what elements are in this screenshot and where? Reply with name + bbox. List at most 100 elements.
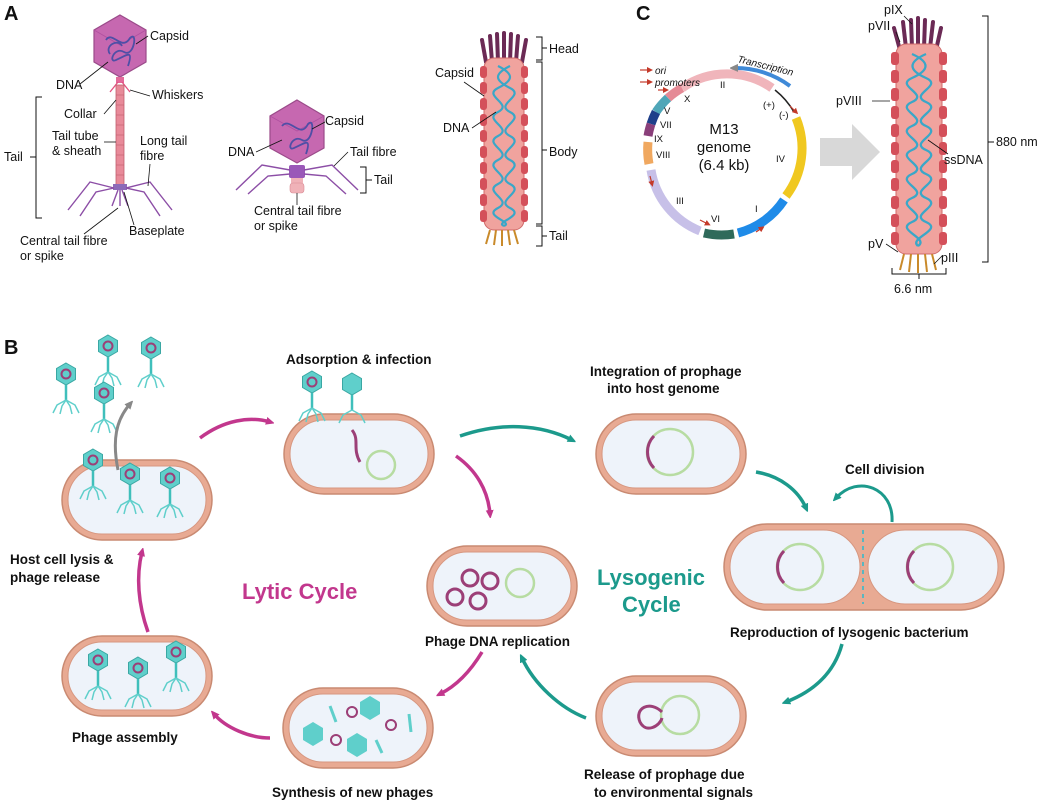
- label-tail-fibre: Tail fibre: [350, 145, 397, 159]
- label-pVIII: pVIII: [836, 94, 862, 108]
- panel-label-b: B: [4, 337, 18, 359]
- arrow-adsorption-to-integration: [459, 424, 572, 440]
- dna-2: [281, 121, 314, 155]
- label-central-2-line2: or spike: [254, 219, 298, 233]
- legend-ori: ori: [655, 66, 667, 77]
- synthesis-cell: [282, 687, 434, 769]
- title-lytic-cycle: Lytic Cycle: [242, 579, 357, 604]
- gene-label-i: I: [755, 204, 758, 215]
- label-whiskers: Whiskers: [152, 88, 203, 102]
- arrow-reproduction-to-release: [786, 643, 844, 702]
- m13-genome-map: [643, 68, 807, 240]
- label-tail-1: Tail: [4, 150, 23, 164]
- dividing-cell: [723, 523, 1005, 611]
- lysis-cell: [61, 447, 213, 541]
- label-length: 880 nm: [996, 135, 1038, 149]
- bracket-body: [536, 61, 547, 225]
- label-integration-line1: Integration of prophage: [590, 364, 742, 379]
- gene-label-v: V: [664, 106, 671, 117]
- gene-label-ix: IX: [654, 134, 664, 145]
- dna-helix-3: [492, 65, 512, 228]
- bracket-tail-3: [536, 225, 547, 247]
- label-collar: Collar: [64, 107, 97, 121]
- label-pV: pV: [868, 237, 884, 251]
- label-release-line2: to environmental signals: [594, 785, 753, 800]
- prophage-release-cell: [595, 675, 747, 757]
- dna-1: [105, 35, 136, 67]
- gene-vi-segment: [702, 228, 735, 240]
- arrow-release-to-replication: [522, 658, 587, 720]
- bracket-head: [536, 36, 547, 61]
- arrow-adsorption-to-replication: [454, 454, 490, 514]
- gene-iv-segment: [782, 116, 807, 199]
- gene-x-segment: [665, 84, 685, 102]
- label-capsid-2: Capsid: [325, 114, 364, 128]
- released-phages: [51, 333, 166, 435]
- label-dna-3: DNA: [443, 121, 470, 135]
- label-central-2-line1: Central tail fibre: [254, 204, 342, 218]
- label-lysis-line1: Host cell lysis &: [10, 552, 114, 567]
- label-adsorption: Adsorption & infection: [286, 352, 432, 367]
- adsorption-cell: [283, 369, 435, 495]
- replication-cell: [426, 545, 578, 627]
- big-gray-arrow: [820, 124, 880, 180]
- gene-iii-segment: [646, 169, 702, 236]
- label-long-tail-line1: Long tail: [140, 134, 187, 148]
- label-cell-division: Cell division: [845, 462, 925, 477]
- strand-minus: (-): [779, 110, 789, 121]
- transcription-arrow: [734, 68, 792, 88]
- m13-phage-illustration: [891, 16, 947, 273]
- gene-label-iv: IV: [776, 154, 786, 165]
- label-width: 6.6 nm: [894, 282, 932, 296]
- filamentous-phage-illustration: [480, 31, 528, 246]
- strand-plus: (+): [763, 100, 775, 111]
- arrow-assembly-to-lysis: [136, 552, 150, 633]
- gene-label-iii: III: [676, 196, 684, 207]
- capsid-1: [93, 14, 147, 78]
- gene-label-vi: VI: [711, 214, 720, 225]
- label-long-tail-line2: fibre: [140, 149, 164, 163]
- label-head: Head: [549, 42, 579, 56]
- gene-label-viii: VIII: [656, 150, 670, 161]
- assembly-cell: [61, 635, 213, 717]
- bracket-width: [891, 268, 947, 279]
- label-body: Body: [549, 145, 578, 159]
- label-baseplate: Baseplate: [129, 224, 185, 238]
- label-tail-tube-line2: & sheath: [52, 144, 101, 158]
- label-dna-2: DNA: [228, 145, 255, 159]
- label-reproduction: Reproduction of lysogenic bacterium: [730, 625, 969, 640]
- gene-viii-segment: [643, 141, 654, 165]
- cell-division-arrow: [836, 484, 894, 523]
- short-tail-phage-illustration: [235, 99, 359, 195]
- genome-title-line3: (6.4 kb): [699, 157, 750, 174]
- gene-v-segment: [652, 94, 672, 115]
- genome-title-line2: genome: [697, 139, 751, 156]
- label-central-1-line1: Central tail fibre: [20, 234, 108, 248]
- gene-ix-segment: [643, 122, 656, 137]
- long-tail-fibres-1: [67, 181, 173, 217]
- tail-fibres-2: [235, 164, 359, 195]
- arrow-synthesis-to-assembly: [214, 714, 271, 740]
- label-central-1-line2: or spike: [20, 249, 64, 263]
- label-synthesis: Synthesis of new phages: [272, 785, 433, 800]
- arrow-lysis-to-adsorption: [198, 419, 270, 440]
- label-pIII: pIII: [941, 251, 958, 265]
- gene-label-vii: VII: [660, 120, 672, 131]
- title-lysogenic-line2: Cycle: [622, 592, 681, 617]
- label-ssDNA: ssDNA: [944, 153, 984, 167]
- legend-promoters: promoters: [654, 78, 700, 89]
- t4-phage-illustration: [67, 14, 173, 217]
- bracket-tail-1: [30, 96, 42, 219]
- label-pVII: pVII: [868, 19, 890, 33]
- panel-label-a: A: [4, 3, 18, 25]
- panel-label-c: C: [636, 3, 650, 25]
- integration-cell: [595, 413, 747, 495]
- label-dna-1: DNA: [56, 78, 83, 92]
- label-release-line1: Release of prophage due: [584, 767, 745, 782]
- bracket-tail-2: [360, 166, 372, 194]
- label-lysis-line2: phage release: [10, 570, 101, 585]
- label-integration-line2: into host genome: [607, 381, 720, 396]
- gene-label-ii: II: [720, 80, 725, 91]
- gene-i-segment: [736, 197, 788, 238]
